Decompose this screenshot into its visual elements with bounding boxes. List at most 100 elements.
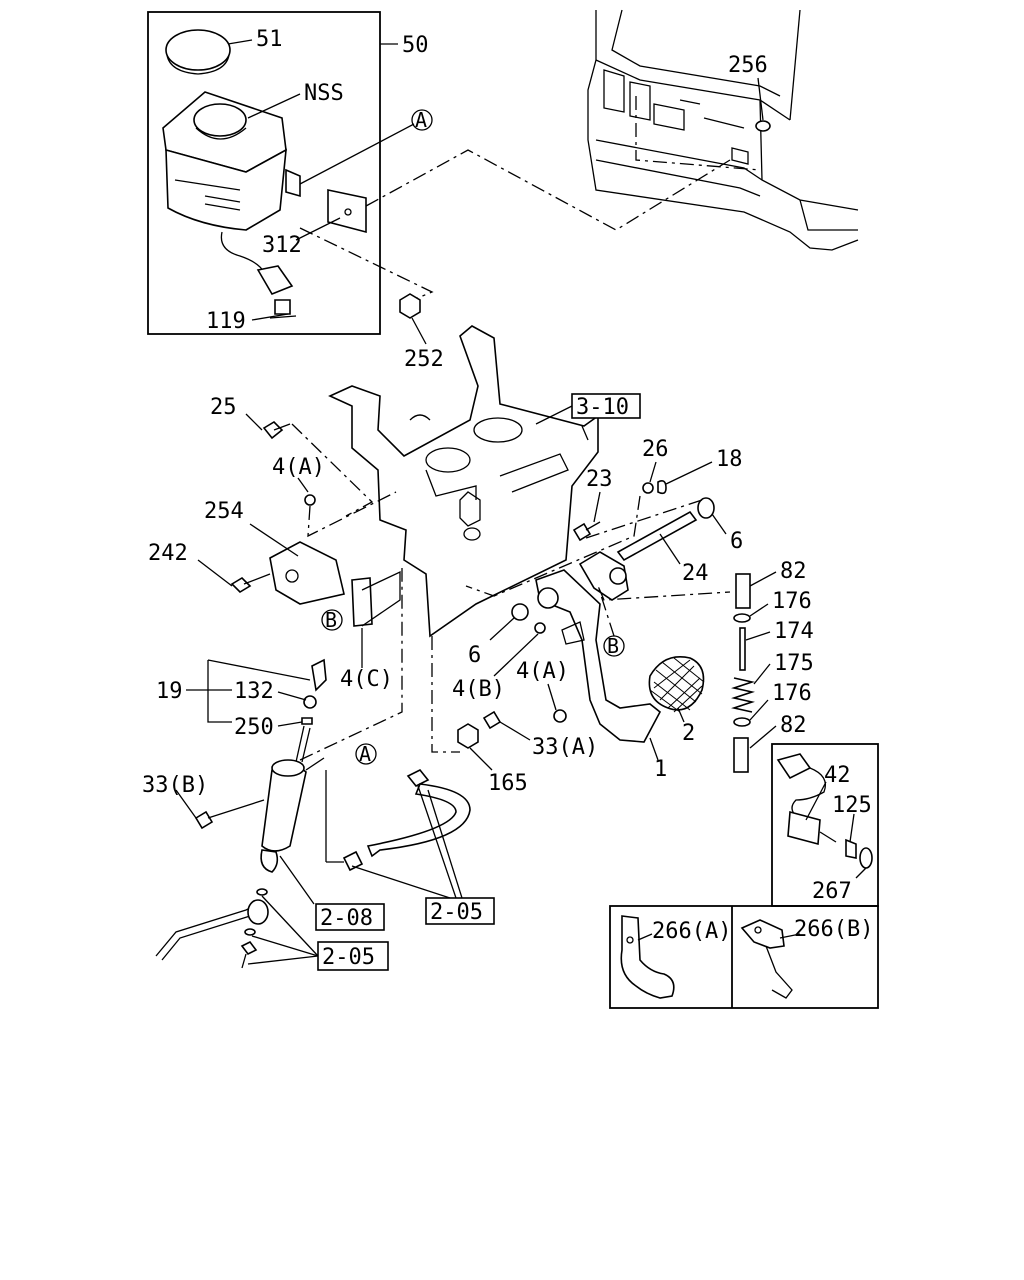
callout-82-lower: 82 (780, 713, 807, 738)
callout-266b: 266(B) (794, 917, 873, 942)
pedal-bracket-part: 3-10 (328, 325, 641, 638)
callout-26: 26 (642, 437, 669, 462)
callout-252: 252 (404, 347, 444, 372)
clutch-pedal-arm-part: 1 (535, 551, 667, 782)
circle-marker-b-left (321, 609, 343, 631)
washer-176-lower-part (733, 717, 751, 727)
callout-6-upper: 6 (730, 529, 743, 554)
callout-266a: 266(A) (652, 919, 731, 944)
clutch-switch-42-part (787, 810, 821, 846)
clutch-pipe-part (155, 888, 319, 969)
callout-176-upper: 176 (772, 589, 812, 614)
callout-125: 125 (832, 793, 872, 818)
callout-4a-top: 4(A) (272, 455, 325, 480)
callout-176-lower: 176 (772, 681, 812, 706)
bolt-23-part (572, 522, 592, 542)
leader-51 (227, 39, 253, 45)
bracket-266-insets: 266(A) 266(B) (609, 905, 879, 1009)
circle-marker-a-top (411, 109, 433, 131)
callout-a-top: A (415, 108, 427, 132)
callout-242: 242 (148, 541, 188, 566)
bolt-33b-part (194, 810, 214, 830)
nut-165-part (457, 723, 479, 749)
callout-312: 312 (262, 233, 302, 258)
callout-6-lower: 6 (468, 643, 481, 668)
callout-50: 50 (402, 33, 429, 58)
callout-33b: 33(B) (142, 773, 208, 798)
nut-250-part (301, 717, 313, 725)
callout-a-lower: A (359, 742, 371, 766)
lower-fasteners: 6 4(B) 4(A) (452, 603, 569, 723)
ref-box-2-08 (315, 903, 385, 931)
ref-box-2-05-pipe (317, 941, 389, 971)
callout-256: 256 (728, 53, 768, 78)
callout-250: 250 (234, 715, 274, 740)
bolt-25-part: 25 (210, 395, 374, 517)
clip-4a-top-part: 4(A) (272, 455, 397, 538)
cab-front-view: 256 (587, 9, 859, 251)
bolt-33a-part (482, 710, 502, 730)
washer-267-part (859, 847, 873, 869)
pin-26-part (642, 482, 654, 494)
callout-4b: 4(B) (452, 677, 505, 702)
clip-4b-part (534, 622, 546, 634)
callout-19: 19 (156, 679, 183, 704)
callout-24: 24 (682, 561, 709, 586)
leader-nss (247, 93, 301, 119)
callout-b-left: B (325, 608, 337, 632)
callout-33a: 33(A) (532, 735, 598, 760)
master-cylinder-group: 19 132 250 33(B) (142, 568, 460, 905)
callout-4a-lower: 4(A) (516, 659, 569, 684)
stop-column-parts: 82 176 174 175 176 82 (731, 559, 814, 773)
washer-176-upper-part (733, 613, 751, 623)
master-cylinder-part (261, 763, 307, 852)
bolt-6-upper-part (697, 497, 715, 519)
callout-175: 175 (774, 651, 814, 676)
switch-connector-part (776, 753, 812, 780)
callout-23: 23 (586, 467, 613, 492)
callout-b-right: B (607, 634, 619, 658)
stop-82-upper-part (735, 573, 751, 609)
reservoir-inset: 51 50 NSS 119 (147, 11, 429, 335)
callout-119: 119 (206, 309, 246, 334)
callout-18: 18 (716, 447, 743, 472)
reservoir-cap-part (165, 29, 231, 75)
callout-42: 42 (824, 763, 851, 788)
callout-2-05-pipe: 2-05 (322, 945, 375, 970)
bolt-6-lower-part (511, 603, 529, 621)
cap-256-part (755, 120, 771, 132)
bolt-242-part: 242 (148, 541, 271, 594)
callout-nss: NSS (304, 81, 344, 106)
pivot-shaft-parts: 26 18 24 6 23 (465, 437, 743, 597)
switch-inset: 42 125 267 (771, 743, 879, 907)
reservoir-inset-frame (147, 11, 381, 335)
bolt-33a-nut-165: 33(A) 165 (457, 710, 598, 796)
leader-119 (251, 313, 289, 321)
callout-174: 174 (774, 619, 814, 644)
bracket-266a-part (620, 915, 675, 999)
bracket-266-inset-frame (609, 905, 879, 1009)
shaft-24-part (616, 510, 698, 562)
callout-82-upper: 82 (780, 559, 807, 584)
stop-82-lower-part (733, 737, 749, 773)
ref-box-2-05-hose (425, 897, 495, 925)
callout-3-10: 3-10 (576, 395, 629, 420)
bracket-312-part: A 312 (262, 108, 731, 303)
b-markers: B B (321, 585, 731, 658)
callout-2: 2 (682, 721, 695, 746)
callout-254: 254 (204, 499, 244, 524)
callout-4c: 4(C) (340, 667, 393, 692)
callout-132: 132 (234, 679, 274, 704)
reservoir-hose-part: A (325, 742, 471, 899)
plate-4c-part: 4(C) (340, 570, 401, 692)
callout-1: 1 (654, 757, 667, 782)
bracket-266b-part (740, 919, 785, 949)
clevis-b-part (311, 658, 327, 692)
ref-boxes-bottom: 2-08 2-05 2-05 (315, 897, 495, 971)
callout-51: 51 (256, 27, 283, 52)
clip-4a-lower-part (553, 709, 567, 723)
callout-25: 25 (210, 395, 237, 420)
circle-marker-a-lower (355, 743, 377, 765)
callout-2-08: 2-08 (320, 906, 373, 931)
